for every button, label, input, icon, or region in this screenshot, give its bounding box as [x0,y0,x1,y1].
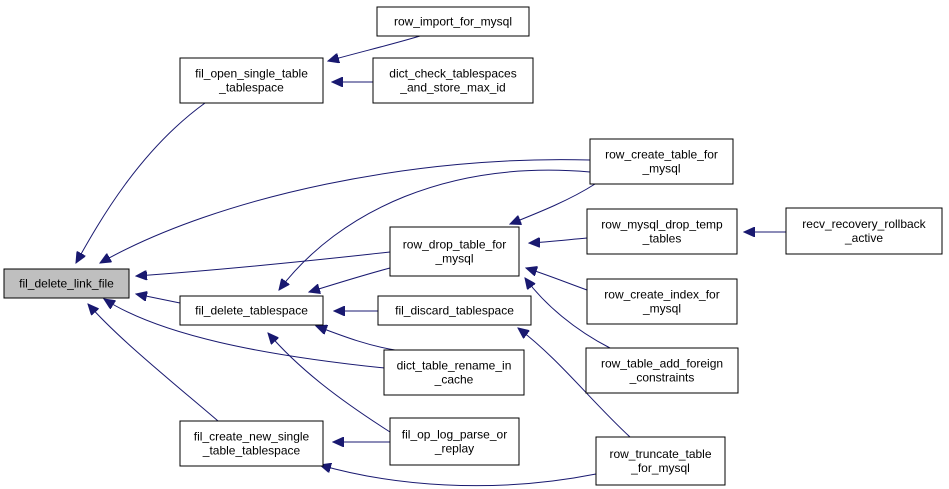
edge-fil-create-new-single-table-tablespace-to-fil-delete-link-file [88,304,219,422]
node-dict-check-tablespaces-and-store-max-id[interactable]: dict_check_tablespaces_and_store_max_id [372,57,534,104]
node-box [585,347,739,394]
node-label: row_create_index_for [604,288,719,302]
node-label: dict_table_rename_in [397,359,512,373]
edge-row-import-for-mysql-to-fil-open-single-table-tablespace [328,35,421,61]
node-label: dict_check_tablespaces [389,67,516,81]
node-box [586,208,738,255]
node-box [179,57,324,104]
edge-row-drop-table-for-mysql-to-fil-delete-link-file [136,251,391,276]
node-fil-discard-tablespace[interactable]: fil_discard_tablespace [377,295,532,326]
node-fil-delete-tablespace[interactable]: fil_delete_tablespace [179,295,324,326]
node-box [377,295,532,326]
node-label: row_import_for_mysql [394,15,512,29]
node-box [383,349,525,396]
node-box [589,138,734,185]
node-box [785,207,943,255]
edge-row-create-table-for-mysql-to-row-drop-table-for-mysql [510,183,596,224]
node-label: _cache [434,373,474,387]
node-label: _mysql [434,252,473,266]
edge-dict-table-rename-in-cache-to-fil-delete-link-file [104,299,385,369]
edge-dict-table-rename-in-cache-to-fil-delete-tablespace [316,326,396,351]
node-row-truncate-table-for-mysql[interactable]: row_truncate_table_for_mysql [595,436,726,486]
node-fil-op-log-parse-or-replay[interactable]: fil_op_log_parse_or_replay [389,417,520,466]
node-label: _mysql [642,302,681,316]
node-label: _tablespace [218,81,284,95]
edge-row-create-index-for-mysql-to-row-drop-table-for-mysql [526,268,588,291]
node-label: _replay [434,442,474,456]
edge-row-drop-table-for-mysql-to-fil-delete-tablespace [309,267,391,292]
node-label: fil_create_new_single [194,430,310,444]
edge-row-table-add-foreign-constraints-to-row-drop-table-for-mysql [525,278,611,349]
node-box [179,420,324,467]
node-label: row_table_add_foreign [601,357,723,371]
edge-row-truncate-table-for-mysql-to-fil-create-new-single-table-tablespace [320,465,597,487]
node-label: row_truncate_table [609,447,711,461]
node-label: row_mysql_drop_temp [601,218,723,232]
node-box [595,436,726,486]
node-box [372,57,534,104]
node-row-drop-table-for-mysql[interactable]: row_drop_table_for_mysql [389,226,520,277]
node-box [586,278,738,325]
node-label: fil_discard_tablespace [395,304,514,318]
node-box [389,226,520,277]
node-row-create-table-for-mysql[interactable]: row_create_table_for_mysql [589,138,734,185]
edges [76,35,787,487]
node-label: fil_op_log_parse_or [402,428,507,442]
node-row-mysql-drop-temp-tables[interactable]: row_mysql_drop_temp_tables [586,208,738,255]
node-label: fil_open_single_table [195,67,308,81]
node-label: _mysql [641,162,680,176]
node-recv-recovery-rollback-active[interactable]: recv_recovery_rollback_active [785,207,943,255]
node-fil-open-single-table-tablespace[interactable]: fil_open_single_table_tablespace [179,57,324,104]
node-label: _and_store_max_id [399,81,505,95]
node-row-table-add-foreign-constraints[interactable]: row_table_add_foreign_constraints [585,347,739,394]
edge-row-create-table-for-mysql-to-fil-delete-tablespace [279,169,591,290]
node-label: fil_delete_tablespace [195,304,308,318]
node-box [389,417,520,466]
node-label: row_drop_table_for [403,238,506,252]
node-fil-delete-link-file[interactable]: fil_delete_link_file [3,268,130,299]
edge-fil-op-log-parse-or-replay-to-fil-delete-tablespace [268,333,391,433]
edge-row-truncate-table-for-mysql-to-fil-discard-tablespace [518,328,631,438]
node-label: fil_delete_link_file [19,277,114,291]
node-box [179,295,324,326]
node-label: _tables [642,232,682,246]
node-fil-create-new-single-table-tablespace[interactable]: fil_create_new_single_table_tablespace [179,420,324,467]
edge-row-create-table-for-mysql-to-fil-delete-link-file [100,159,591,263]
node-label: _active [844,231,883,245]
node-label: row_create_table_for [605,148,718,162]
node-label: _constraints [629,371,695,385]
edge-fil-delete-tablespace-to-fil-delete-link-file [136,294,181,304]
node-row-import-for-mysql[interactable]: row_import_for_mysql [376,6,530,37]
node-dict-table-rename-in-cache[interactable]: dict_table_rename_in_cache [383,349,525,396]
node-label: recv_recovery_rollback [802,217,926,231]
edge-row-mysql-drop-temp-tables-to-row-drop-table-for-mysql [529,238,588,243]
edge-fil-open-single-table-tablespace-to-fil-delete-link-file [76,102,206,263]
node-label: _for_mysql [630,461,690,475]
node-row-create-index-for-mysql[interactable]: row_create_index_for_mysql [586,278,738,325]
node-label: _table_tablespace [202,444,301,458]
nodes: fil_delete_link_file fil_open_single_tabl… [3,6,943,486]
node-box [3,268,130,299]
node-box [376,6,530,37]
